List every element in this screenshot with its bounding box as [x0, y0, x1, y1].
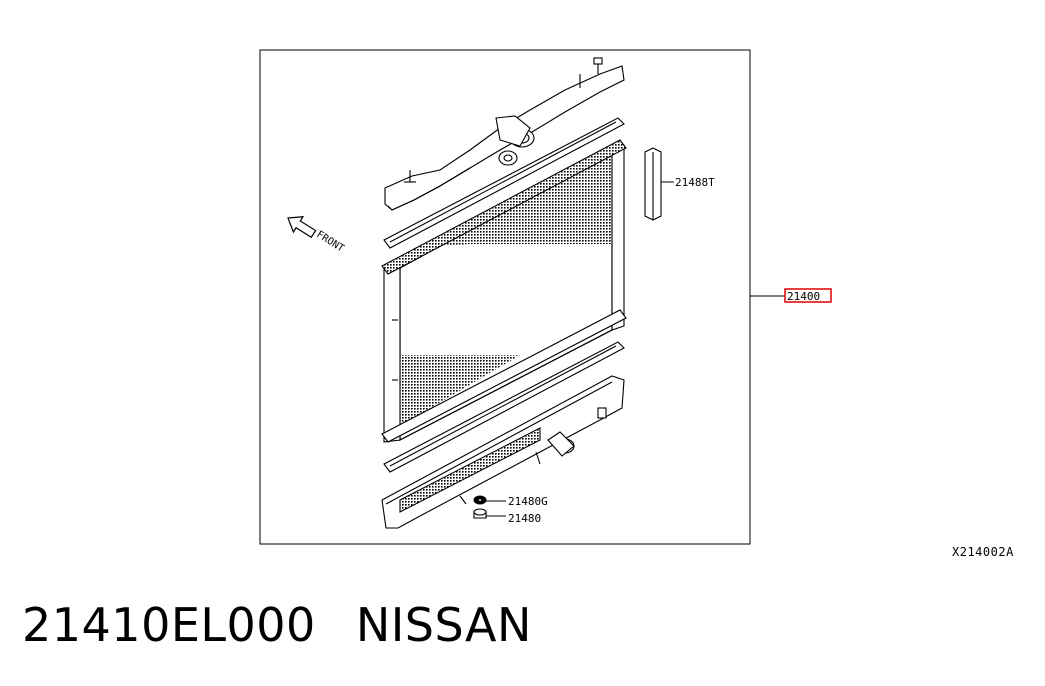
- callout-dowel: 21488T: [675, 176, 715, 189]
- reference-code: X214002A: [952, 545, 1014, 559]
- part-caption: 21410EL000 NISSAN: [22, 598, 532, 652]
- lower-tank: [381, 375, 625, 529]
- main-part-highlight: [784, 288, 832, 303]
- washer-part: [473, 495, 487, 505]
- upper-gasket: [383, 117, 625, 249]
- callout-main-part[interactable]: 21400: [787, 290, 820, 303]
- brand-name: NISSAN: [355, 598, 532, 652]
- callout-washer: 21480G: [508, 495, 548, 508]
- part-number: 21410EL000: [22, 598, 316, 652]
- front-arrow-icon: [287, 216, 317, 239]
- lower-gasket: [383, 341, 625, 473]
- diagram-frame: [259, 49, 751, 545]
- dowel-part: [644, 147, 662, 221]
- drain-plug-part: [473, 508, 487, 519]
- upper-tank: [384, 57, 625, 211]
- front-label: FRONT: [314, 229, 345, 254]
- radiator-core: [381, 139, 627, 443]
- callout-drain-plug: 21480: [508, 512, 541, 525]
